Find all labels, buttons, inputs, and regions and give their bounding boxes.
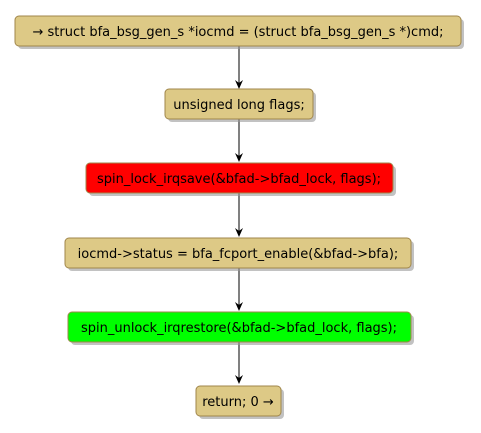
node-label: spin_lock_irqsave(&bfad->bfad_lock, flag… xyxy=(97,172,381,187)
flow-node-spin-lock: spin_lock_irqsave(&bfad->bfad_lock, flag… xyxy=(85,162,396,196)
flow-node-return: return; 0 → xyxy=(195,385,284,419)
node-label: spin_unlock_irqrestore(&bfad->bfad_lock,… xyxy=(81,321,397,336)
node-label: → struct bfa_bsg_gen_s *iocmd = (struct … xyxy=(33,25,444,40)
node-label: iocmd->status = bfa_fcport_enable(&bfad-… xyxy=(78,247,399,262)
node-label: return; 0 → xyxy=(202,395,274,410)
flow-node-fcport-enable: iocmd->status = bfa_fcport_enable(&bfad-… xyxy=(64,237,414,271)
node-label: unsigned long flags; xyxy=(173,98,305,113)
flow-node-iocmd-declaration: → struct bfa_bsg_gen_s *iocmd = (struct … xyxy=(14,15,464,49)
flow-node-spin-unlock: spin_unlock_irqrestore(&bfad->bfad_lock,… xyxy=(67,311,414,345)
flow-node-flags-declaration: unsigned long flags; xyxy=(164,88,316,122)
